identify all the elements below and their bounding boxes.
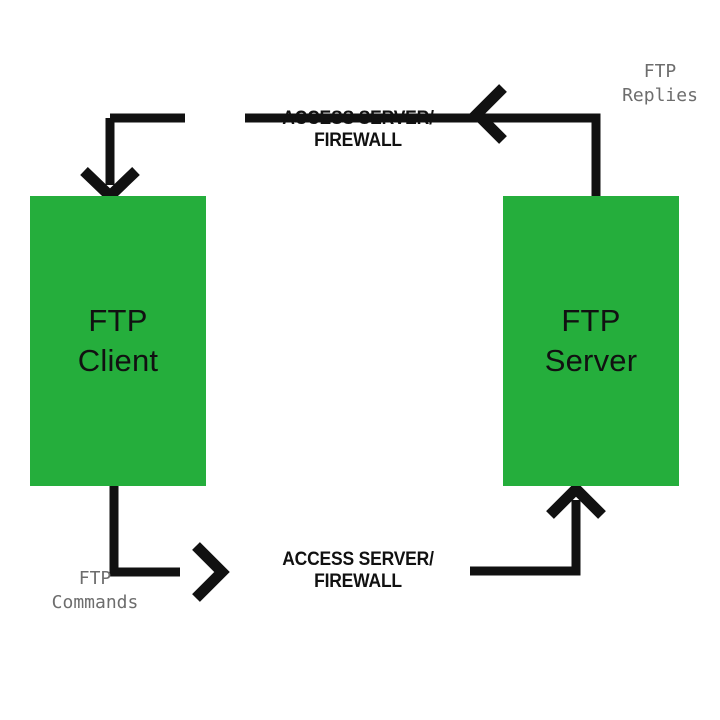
node-ftp-client[interactable]: FTP Client [30, 196, 206, 486]
arrowhead-right-commands-icon [192, 542, 230, 602]
label-access-top-line2: FIREWALL [314, 130, 402, 152]
label-access-server-firewall-top: ACCESS SERVER/ FIREWALL [259, 108, 458, 153]
node-ftp-client-line1: FTP [88, 303, 148, 339]
label-access-server-firewall-bottom: ACCESS SERVER/ FIREWALL [259, 549, 458, 594]
commands-label-to-server-line [470, 500, 581, 576]
label-ftp-replies: FTP Replies [604, 60, 716, 108]
label-ftp-replies-line1: FTP [643, 61, 677, 82]
commands-client-to-label-line [109, 485, 180, 577]
label-ftp-commands-line1: FTP [78, 568, 112, 589]
label-ftp-replies-line2: Replies [622, 85, 698, 107]
label-ftp-commands-line2: Commands [51, 592, 139, 614]
node-ftp-client-line2: Client [77, 343, 159, 378]
label-ftp-commands: FTP Commands [22, 567, 168, 615]
label-access-top-line1: ACCESS SERVER/ [282, 108, 434, 129]
arrowhead-left-replies-icon [469, 84, 507, 144]
node-ftp-server-line2: Server [544, 343, 638, 378]
node-ftp-server-line1: FTP [561, 303, 621, 339]
replies-server-to-label-line [245, 113, 601, 196]
label-access-bottom-line2: FIREWALL [314, 571, 402, 593]
edge-commands-to-server [109, 481, 606, 602]
edge-replies-to-client [80, 84, 601, 204]
arrowhead-up-server-icon [546, 481, 606, 519]
label-access-bottom-line1: ACCESS SERVER/ [282, 549, 434, 570]
node-ftp-server[interactable]: FTP Server [503, 196, 679, 486]
